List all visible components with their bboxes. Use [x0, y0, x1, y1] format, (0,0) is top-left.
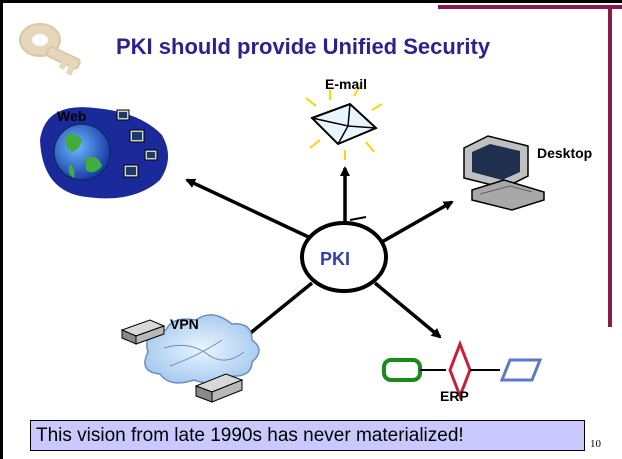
arrow-to-erp: [373, 281, 442, 339]
vpn-cloud-icon: [144, 314, 260, 384]
desktop-computer-icon: [463, 135, 545, 211]
vision-note-box: [30, 420, 585, 451]
desktop-label: Desktop: [537, 145, 593, 161]
erp-flow-icon: [382, 339, 543, 401]
pki-node-tick: [349, 216, 367, 221]
arrow-to-web: [185, 178, 316, 242]
slide-title: PKI should provide Unified Security: [116, 34, 491, 59]
pki-center-node: [300, 221, 388, 293]
frame-left-border: [0, 0, 3, 459]
vpn-building-top-icon: [120, 319, 166, 345]
accent-line-top: [438, 5, 622, 9]
accent-line-right: [608, 5, 612, 327]
web-label: Web: [57, 108, 87, 124]
vpn-label: VPN: [170, 316, 199, 332]
page-number: 10: [590, 438, 601, 450]
key-logo-icon: [19, 23, 81, 76]
connector-arrows: [185, 166, 454, 350]
frame-top-border: [0, 0, 622, 3]
pki-center-label: PKI: [320, 249, 351, 269]
email-label: E-mail: [325, 76, 368, 92]
vpn-building-bottom-icon: [194, 373, 244, 403]
web-globe-icon: [40, 107, 169, 199]
arrow-to-desktop: [379, 200, 454, 245]
vision-note-text: This vision from late 1990s has never ma…: [36, 425, 464, 446]
email-envelope-icon: [305, 85, 383, 160]
erp-label: ERP: [440, 388, 469, 404]
